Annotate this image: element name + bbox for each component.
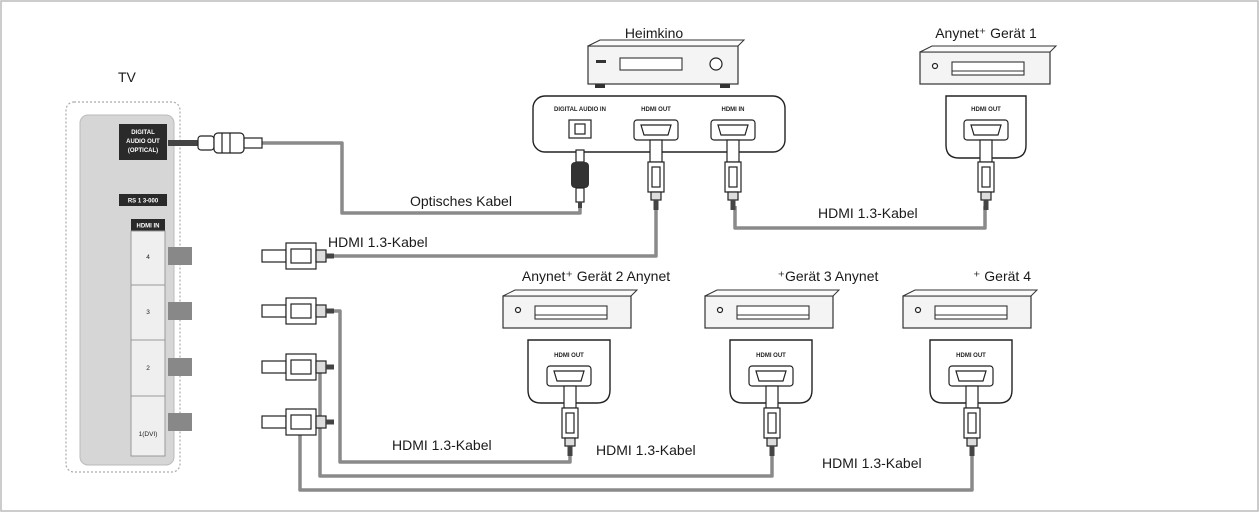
tv-audio-label-2: AUDIO OUT bbox=[126, 139, 160, 145]
hdmi-plug-device2 bbox=[561, 385, 579, 457]
device2-label: Anynet⁺ Gerät 2 Anynet bbox=[522, 268, 670, 284]
hdmi-plug-tv-3 bbox=[168, 297, 335, 325]
ht-hdmi-out-socket bbox=[633, 119, 679, 141]
tv-panel: TV DIGITAL AUDIO OUT (OPTICAL) RS 1 3-00… bbox=[65, 69, 335, 473]
hdmi-plug-tv-2 bbox=[168, 353, 335, 381]
anynet-device-2: Anynet⁺ Gerät 2 Anynet HDMI OUT bbox=[502, 268, 670, 457]
tv-service-port bbox=[119, 194, 167, 206]
device3-hdmi-out: HDMI OUT bbox=[756, 353, 786, 359]
hdmi-device3-label: HDMI 1.3-Kabel bbox=[596, 442, 696, 458]
optical-cable-label: Optisches Kabel bbox=[410, 193, 512, 209]
hdmi-plug-ht-out bbox=[647, 139, 665, 211]
hdmi-ht-device1-label: HDMI 1.3-Kabel bbox=[818, 205, 918, 221]
ht-port-hdmi-out: HDMI OUT bbox=[641, 107, 671, 113]
tv-hdmi-in-label: HDMI IN bbox=[137, 224, 160, 230]
hdmi-plug-tv-1 bbox=[168, 408, 335, 436]
hdmi-plug-device1 bbox=[977, 139, 995, 211]
tv-dashed-outline bbox=[65, 101, 181, 473]
anynet-device-1: Anynet⁺ Gerät 1 HDMI OUT bbox=[919, 25, 1058, 211]
hdmi-plug-tv-4 bbox=[168, 242, 335, 270]
ht-port-digital-audio-in: DIGITAL AUDIO IN bbox=[554, 107, 606, 113]
cable-labels: Optisches Kabel HDMI 1.3-Kabel HDMI 1.3-… bbox=[328, 193, 922, 471]
anynet-device-4: ⁺ Gerät 4 HDMI OUT bbox=[902, 268, 1039, 457]
ht-port-hdmi-in: HDMI IN bbox=[722, 107, 745, 113]
hdmi-plug-device3 bbox=[763, 385, 781, 457]
hdmi-plug-device4 bbox=[963, 385, 981, 457]
tv-hdmi-column bbox=[130, 230, 166, 457]
home-theater: Heimkino DIGITAL AUDIO IN HDMI OUT HDMI … bbox=[532, 25, 786, 211]
hdmi-device2-label: HDMI 1.3-Kabel bbox=[392, 437, 492, 453]
tv-label: TV bbox=[118, 69, 137, 85]
tv-hdmi-port-1: 1(DVI) bbox=[139, 431, 158, 438]
device3-label: ⁺Gerät 3 Anynet bbox=[778, 268, 879, 284]
hdmi-tv-ht-label: HDMI 1.3-Kabel bbox=[328, 234, 428, 250]
tv-digital-audio-port bbox=[119, 124, 167, 160]
device4-hdmi-out: HDMI OUT bbox=[956, 353, 986, 359]
tv-hdmi-port-4: 4 bbox=[146, 254, 150, 261]
tv-hdmi-in-header bbox=[131, 219, 165, 231]
tv-audio-label-1: DIGITAL bbox=[131, 130, 155, 136]
optical-plug-tv bbox=[168, 132, 263, 154]
optical-cable bbox=[262, 141, 582, 215]
hdmi-device4-label: HDMI 1.3-Kabel bbox=[822, 455, 922, 471]
hdmi-plug-ht-in bbox=[724, 139, 742, 211]
optical-plug-ht bbox=[571, 149, 589, 208]
home-theater-label: Heimkino bbox=[625, 25, 684, 41]
hdmi-cable-tv-ht bbox=[262, 206, 658, 258]
tv-hdmi-port-3: 3 bbox=[146, 309, 150, 316]
anynet-device-3: ⁺Gerät 3 Anynet HDMI OUT bbox=[704, 268, 879, 457]
device4-label: ⁺ Gerät 4 bbox=[973, 268, 1031, 284]
hdmi-cable-ht-device1 bbox=[733, 206, 987, 230]
tv-service-label: RS 1 3-000 bbox=[128, 199, 159, 205]
device1-label: Anynet⁺ Gerät 1 bbox=[935, 25, 1037, 41]
device2-hdmi-out: HDMI OUT bbox=[554, 353, 584, 359]
device1-hdmi-out: HDMI OUT bbox=[971, 107, 1001, 113]
tv-audio-label-3: (OPTICAL) bbox=[128, 148, 158, 154]
ht-hdmi-in-socket bbox=[710, 119, 756, 141]
tv-hdmi-port-2: 2 bbox=[146, 365, 150, 372]
